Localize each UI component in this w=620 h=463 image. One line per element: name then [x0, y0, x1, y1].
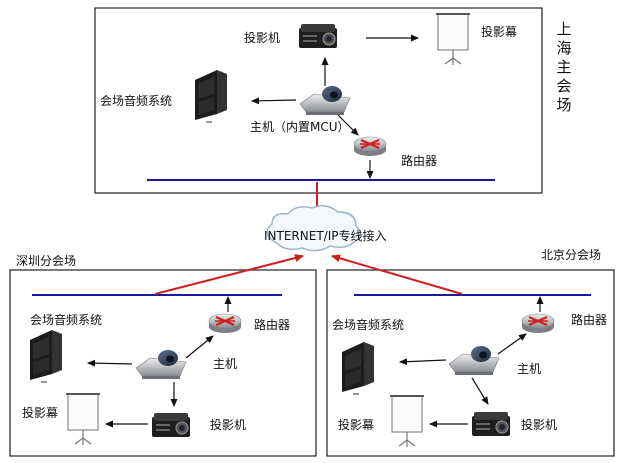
- shanghai-host-label: 主机（内置MCU）: [250, 120, 350, 134]
- arrow-host-to-router: [337, 114, 359, 136]
- shanghai-site-frame: [94, 7, 543, 194]
- beijing-site-title: 北京分会场: [541, 248, 602, 262]
- beijing-audio-label: 会场音频系统: [332, 318, 405, 332]
- shenzhen-projector-icon: [151, 412, 191, 438]
- shenzhen-site-title: 深圳分会场: [16, 254, 77, 268]
- shenzhen-site-frame: [9, 269, 317, 457]
- shanghai-site-title: 上 海 主 会 场: [555, 20, 573, 115]
- shanghai-audio-label: 会场音频系统: [100, 94, 173, 108]
- beijing-site-frame: [326, 269, 615, 457]
- shanghai-projector-icon: [298, 23, 338, 49]
- site-title-char: 会: [556, 77, 572, 95]
- shenzhen-router-label: 路由器: [254, 318, 291, 332]
- shanghai-screen-label: 投影幕: [481, 25, 518, 39]
- beijing-projector-icon: [471, 411, 511, 437]
- shenzhen-host-label: 主机: [213, 357, 238, 371]
- beijing-screen-label: 投影幕: [338, 418, 375, 432]
- shanghai-speaker-icon: [195, 70, 227, 123]
- beijing-projection-screen-icon: [389, 395, 425, 448]
- site-title-char: 上: [556, 20, 572, 38]
- arrow-host-to-audio: [251, 97, 297, 105]
- beijing-video-codec-icon: [448, 345, 500, 376]
- beijing-arrow-host-to-router: [497, 333, 527, 355]
- beijing-arrow-host-to-projector: [471, 377, 489, 405]
- beijing-router-icon: [520, 312, 556, 335]
- beijing-projector-label: 投影机: [521, 418, 558, 432]
- shanghai-video-codec-icon: [299, 85, 351, 116]
- beijing-wan-link: [331, 254, 463, 295]
- cloud-icon: [266, 205, 362, 252]
- shenzhen-video-codec-icon: [135, 349, 187, 380]
- shanghai-router-icon: [352, 135, 388, 158]
- shenzhen-arrow-host-to-router: [185, 335, 214, 359]
- shenzhen-arrow-host-to-audio: [87, 359, 133, 367]
- site-title-char: 海: [556, 39, 572, 57]
- shenzhen-speaker-icon: [30, 330, 62, 383]
- shanghai-projection-screen-icon: [435, 13, 471, 66]
- shenzhen-router-icon: [207, 312, 243, 335]
- beijing-host-label: 主机: [517, 362, 542, 376]
- site-title-char: 主: [556, 58, 572, 76]
- shenzhen-projector-label: 投影机: [210, 418, 247, 432]
- beijing-router-label: 路由器: [571, 313, 608, 327]
- shenzhen-screen-label: 投影幕: [22, 406, 59, 420]
- beijing-arrow-host-to-audio: [399, 358, 447, 366]
- shenzhen-projection-screen-icon: [65, 393, 101, 446]
- beijing-speaker-icon: [342, 342, 374, 395]
- shanghai-router-label: 路由器: [401, 154, 438, 168]
- site-title-char: 场: [556, 96, 572, 114]
- cloud-label: INTERNET/IP专线接入: [264, 229, 387, 243]
- shenzhen-audio-label: 会场音频系统: [30, 313, 103, 327]
- shanghai-projector-label: 投影机: [244, 31, 281, 45]
- shenzhen-wan-link: [154, 254, 304, 295]
